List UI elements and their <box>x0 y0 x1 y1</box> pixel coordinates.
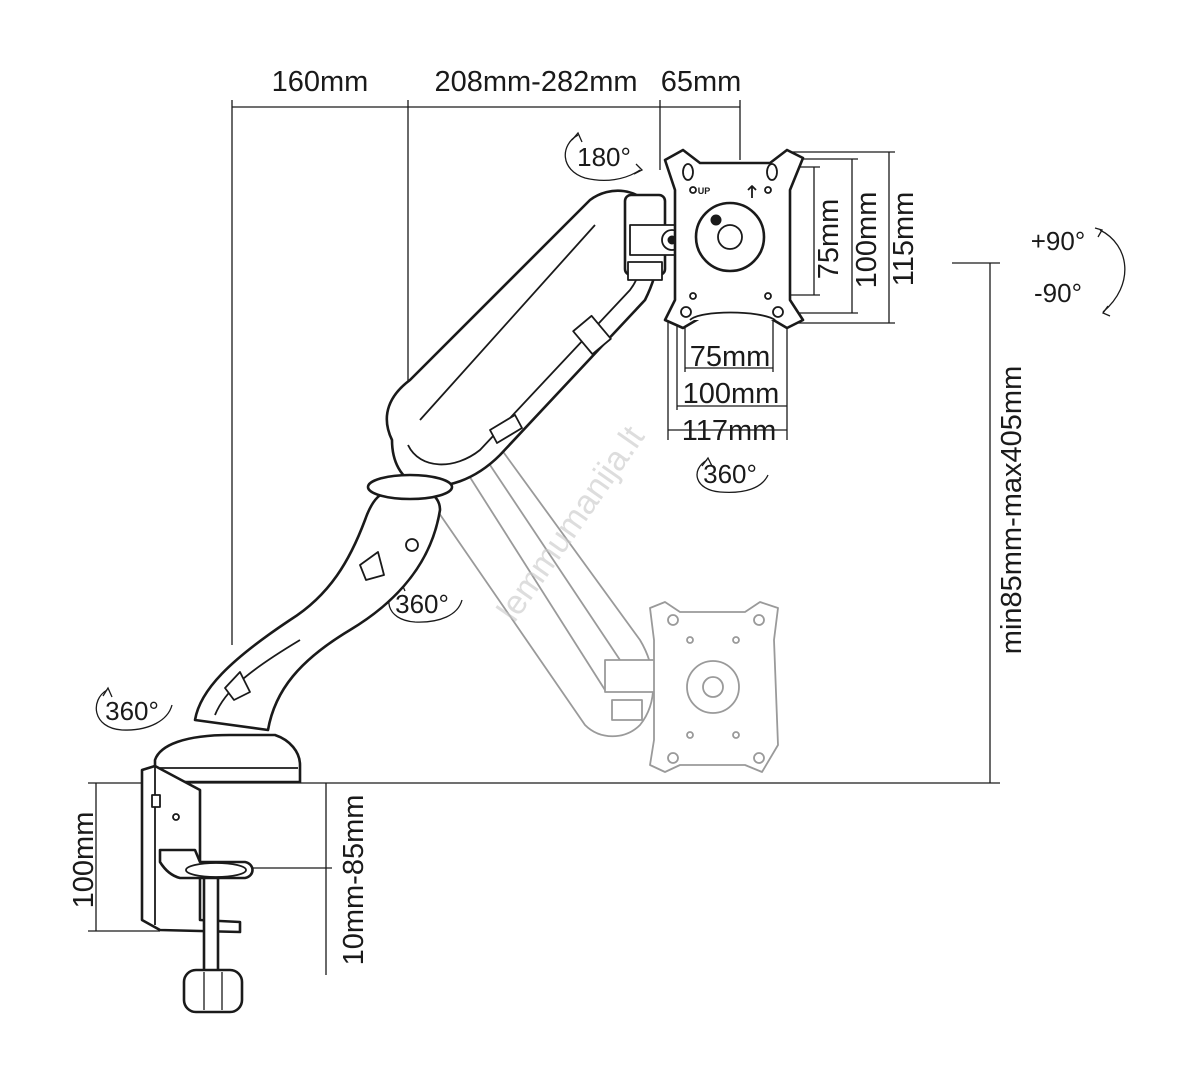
dim-arm-first-segment: 160mm <box>272 66 369 98</box>
rotation-plate-label: 360° <box>703 459 757 489</box>
rotation-base-label: 360° <box>105 696 159 726</box>
forearm-badge-lower <box>224 671 251 701</box>
dim-plate-height: 115mm <box>888 192 920 287</box>
arm-adjust-knob <box>572 314 612 356</box>
rotation-markers: 180° +90° -90° 360° 360° 360° <box>95 131 1126 731</box>
up-arrow-icon <box>747 185 757 198</box>
elbow-joint <box>366 473 454 501</box>
dim-vesa-v100: 100mm <box>851 192 883 289</box>
dim-height-range: min85mm-max405mm <box>996 366 1028 654</box>
vesa-plate: UP <box>663 148 805 330</box>
rotation-head-swivel-label: 180° <box>577 142 631 172</box>
plate-up-marking: UP <box>698 186 711 196</box>
head-hinge <box>623 193 683 281</box>
dimension-labels: 160mm 208mm-282mm 65mm 75mm 100mm 115mm … <box>68 66 1028 965</box>
desk-clamp <box>140 733 302 1014</box>
rotation-elbow-label: 360° <box>395 589 449 619</box>
dim-clamp-height: 100mm <box>68 812 100 909</box>
dim-vesa-h75: 75mm <box>690 341 771 373</box>
monitor-arm <box>140 189 683 1014</box>
base-plate <box>153 733 302 784</box>
rotation-icon-base: 360° <box>95 686 173 731</box>
rotation-tilt-up-label: +90° <box>1031 226 1086 256</box>
forearm-badge-upper <box>359 551 385 581</box>
rotation-icon-tilt: +90° -90° <box>1031 226 1126 317</box>
rotation-icon-head-swivel: 180° <box>564 131 644 181</box>
clamp-knob <box>182 968 244 1014</box>
rotation-icon-plate: 360° <box>696 456 769 494</box>
dim-arm-second-segment: 208mm-282mm <box>434 66 637 98</box>
dim-head-offset: 65mm <box>661 66 742 98</box>
clamp-screw <box>202 876 220 975</box>
rotation-tilt-down-label: -90° <box>1034 278 1082 308</box>
ghost-arm-lowered <box>410 397 779 773</box>
dim-vesa-h100: 100mm <box>683 378 780 410</box>
dim-plate-width: 117mm <box>682 415 777 447</box>
dim-desk-thickness: 10mm-85mm <box>338 795 370 966</box>
dim-vesa-v75: 75mm <box>813 199 845 280</box>
